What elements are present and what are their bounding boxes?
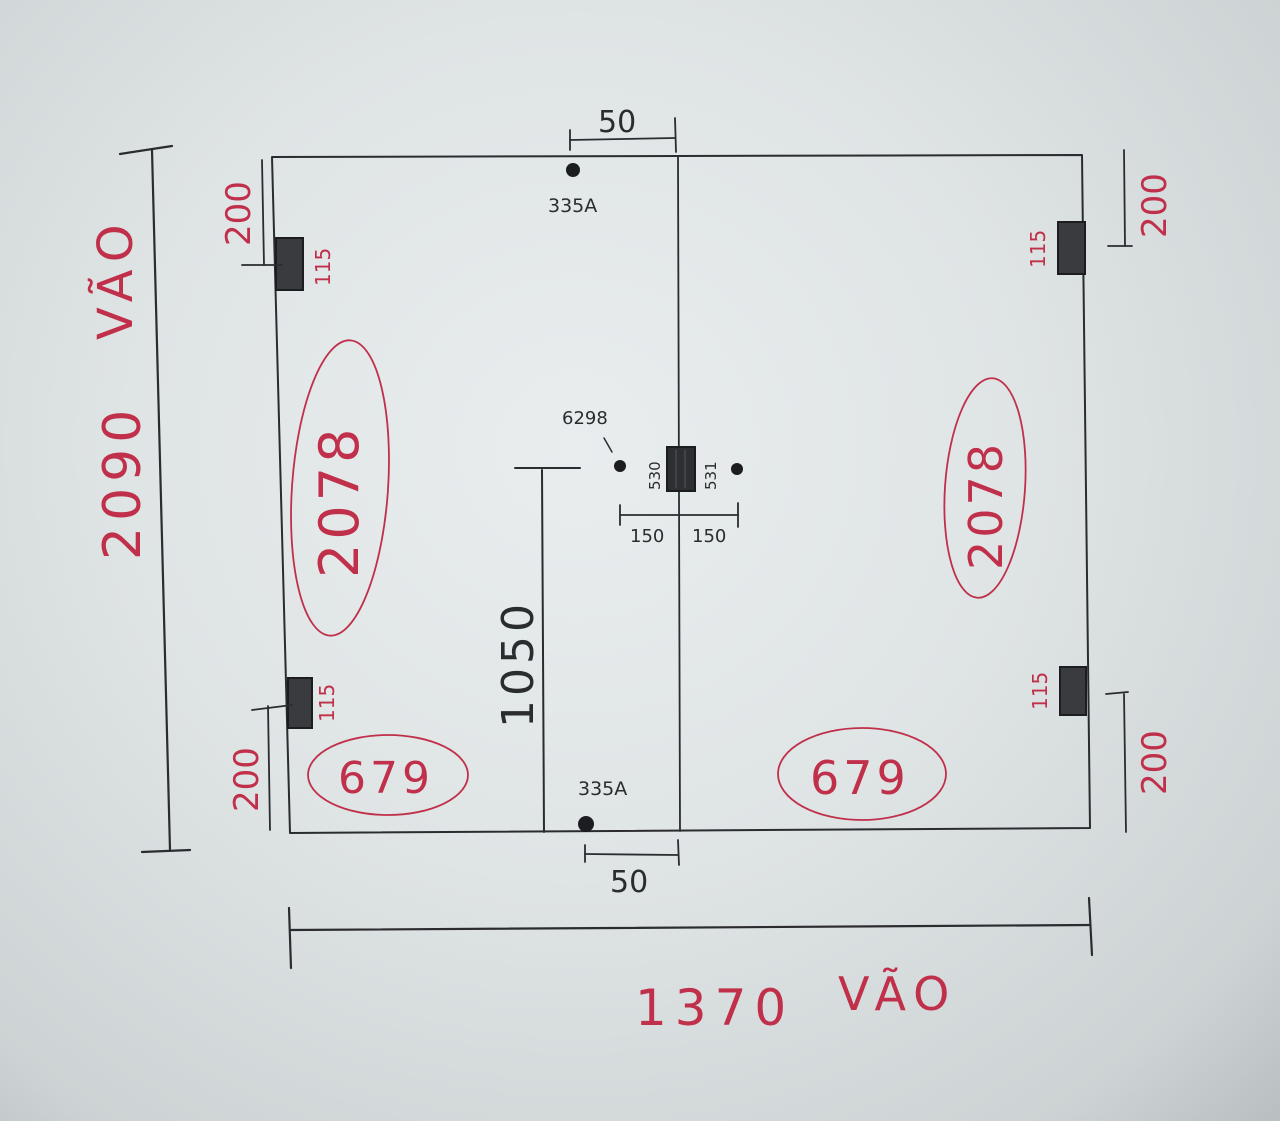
hinge-offset-top-left: 200 — [219, 181, 259, 246]
right-panel-width-label: 679 — [810, 751, 910, 805]
hinge-top-left — [275, 237, 304, 291]
height-dimension-bottom-tick — [140, 848, 192, 854]
bottom-offset-line — [584, 853, 679, 856]
bottom-offset-right-tick — [677, 839, 680, 866]
top-pivot-dot — [566, 163, 580, 177]
center-left-spacing: 150 — [630, 526, 664, 547]
overall-height-label: 2090 — [93, 404, 153, 560]
hinge-offset-bottom-right-line — [1123, 693, 1127, 833]
hinge-bottom-left — [287, 677, 313, 729]
bottom-fitting-label: 335A — [578, 778, 627, 800]
panel-outline — [271, 154, 1091, 834]
center-right-dot — [731, 463, 743, 475]
center-lock-block — [666, 446, 696, 492]
hinge-offset-bottom-left: 200 — [227, 747, 267, 812]
width-dimension-line — [288, 923, 1092, 932]
bottom-pivot-dot — [578, 816, 594, 832]
hinge-offset-bottom-left-tick — [251, 704, 293, 711]
overall-width-word: VÃO — [838, 967, 957, 1021]
hinge-offset-top-right: 200 — [1135, 173, 1175, 238]
hinge-bottom-right — [1059, 666, 1087, 716]
overall-width-label: 1370 — [635, 979, 794, 1037]
hinge-size-bottom-right: 115 — [1028, 672, 1052, 710]
height-dimension-line — [150, 148, 172, 852]
hinge-offset-bottom-left-line — [267, 705, 271, 831]
hinge-offset-top-left-line — [261, 159, 265, 266]
height-dimension-top-tick — [118, 144, 174, 156]
hinge-offset-top-right-line — [1123, 149, 1126, 247]
right-panel-height-label: 2078 — [959, 441, 1013, 570]
center-left-code: 530 — [646, 461, 664, 490]
hinge-offset-bottom-right: 200 — [1135, 730, 1175, 795]
handle-height-label: 1050 — [493, 600, 544, 728]
left-panel-width-label: 679 — [338, 753, 434, 804]
hinge-size-bottom-left: 115 — [315, 684, 339, 722]
top-offset-right-tick — [674, 117, 677, 153]
center-code-leader — [603, 437, 613, 453]
top-fitting-label: 335A — [548, 195, 597, 217]
center-right-spacing: 150 — [692, 526, 726, 547]
left-panel-width-circle — [307, 734, 469, 816]
hinge-top-right — [1057, 221, 1086, 275]
hinge-size-top-left: 115 — [311, 248, 335, 286]
overall-height-word: VÃO — [88, 216, 144, 340]
hinge-size-top-right: 115 — [1026, 230, 1050, 268]
center-divider — [677, 155, 681, 832]
left-panel-height-label: 2078 — [308, 425, 371, 578]
hinge-offset-bottom-right-tick — [1105, 691, 1129, 695]
right-panel-width-circle — [777, 727, 947, 821]
right-panel-height-circle — [943, 377, 1027, 599]
top-offset-label: 50 — [598, 105, 636, 140]
handle-height-line — [541, 469, 545, 833]
center-right-code: 531 — [702, 461, 720, 490]
left-panel-height-circle — [290, 339, 390, 637]
center-left-dot — [614, 460, 626, 472]
bottom-offset-label: 50 — [610, 865, 648, 900]
width-dimension-right-tick — [1087, 896, 1094, 957]
top-offset-line — [569, 137, 676, 141]
width-dimension-left-tick — [287, 906, 293, 970]
center-fitting-code: 6298 — [562, 408, 608, 429]
